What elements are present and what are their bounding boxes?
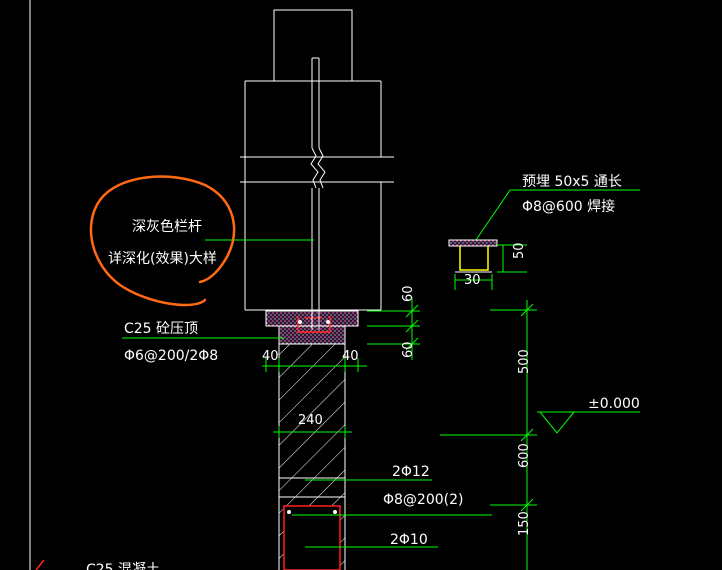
dim-coping-bottom: 60 xyxy=(401,341,416,358)
corner-marker xyxy=(35,559,45,570)
embed-label-2: Φ8@600 焊接 xyxy=(522,198,615,215)
dim-embed-width: 30 xyxy=(464,273,481,288)
dim-elev-150: 150 xyxy=(517,511,532,536)
upper-column xyxy=(240,9,394,311)
embed-label-1: 预埋 50x5 通长 xyxy=(522,174,622,190)
coping-dimensions xyxy=(262,297,420,438)
dim-wall-width: 240 xyxy=(298,413,323,428)
rebar-top-label: 2Φ12 xyxy=(392,464,430,480)
level-mark xyxy=(537,411,640,434)
rebar-bottom-label: 2Φ10 xyxy=(390,532,428,548)
coping-cap xyxy=(265,310,359,345)
dim-elev-600: 600 xyxy=(517,443,532,468)
coping-label-2: Φ6@200/2Φ8 xyxy=(124,348,218,364)
leader-lines xyxy=(122,189,640,548)
ring-beam-rebar xyxy=(279,496,345,570)
dim-elev-500: 500 xyxy=(517,349,532,374)
highlight-circle xyxy=(89,175,236,307)
railing-post xyxy=(310,57,326,310)
level-label: ±0.000 xyxy=(588,396,640,412)
stirrup-label: Φ8@200(2) xyxy=(383,492,463,508)
elevation-dimensions xyxy=(440,300,537,570)
railing-label-2: 详深化(效果)大样 xyxy=(108,251,217,267)
dim-side-right: 40 xyxy=(342,349,359,364)
dim-embed-height: 50 xyxy=(512,242,527,259)
coping-label-1: C25 砼压顶 xyxy=(124,321,198,337)
railing-label-1: 深灰色栏杆 xyxy=(132,218,202,235)
embed-detail xyxy=(448,239,527,290)
concrete-bottom-label: C25 混凝土 xyxy=(86,562,160,570)
dim-coping-top: 60 xyxy=(401,285,416,302)
dim-side-left: 40 xyxy=(262,349,279,364)
